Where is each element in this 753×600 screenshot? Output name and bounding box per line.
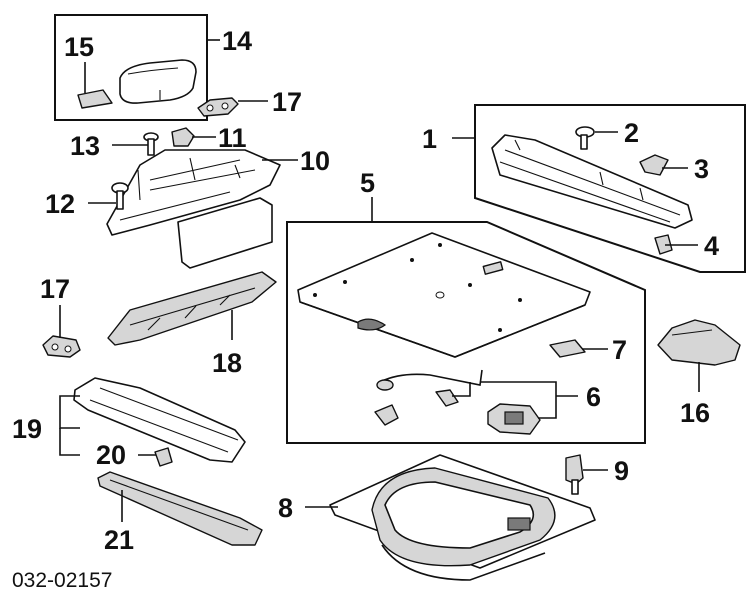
callout-4: 4: [704, 231, 719, 261]
part-21-trim-edge: [109, 479, 249, 531]
callout-7: 7: [612, 335, 627, 365]
part-20-clip: [154, 447, 173, 467]
part-7-mat: [549, 339, 586, 358]
part-16-cover-edge: [671, 329, 713, 336]
part-10-ribs: [119, 157, 256, 221]
group-frame-14: [54, 14, 208, 121]
part-6-cable-end: [376, 379, 394, 391]
part-8-block: [507, 517, 531, 531]
part-6-hook: [374, 404, 399, 426]
part-17-clip-lower: [42, 335, 81, 358]
part-9-latch: [565, 454, 584, 485]
callout-14: 14: [222, 26, 252, 56]
part-3-clip: [639, 154, 669, 176]
part-9-latch-stem: [571, 479, 579, 495]
part-5-center-hole: [435, 291, 445, 299]
part-18-trim: [107, 271, 277, 346]
part-18-trim-detail: [129, 287, 256, 331]
part-17-hole-b: [221, 102, 229, 110]
part-17-clip-upper: [197, 97, 239, 117]
part-16-cover: [657, 319, 741, 366]
callout-5: 5: [360, 168, 375, 198]
part-1-rail: [491, 134, 693, 229]
callout-16: 16: [680, 398, 710, 428]
part-11-clip: [171, 127, 195, 147]
leader-lines: [59, 39, 700, 522]
part-5-fastener-dots: [313, 243, 522, 332]
part-17-hole-a: [206, 104, 214, 112]
part-13-screw: [143, 132, 159, 156]
callout-18: 18: [212, 348, 242, 378]
callout-6: 6: [586, 382, 601, 412]
callout-3: 3: [694, 154, 709, 184]
part-4-clip: [654, 234, 673, 255]
part-15-pad: [77, 89, 113, 109]
part-6-jack-inner: [504, 411, 524, 425]
callout-1: 1: [422, 124, 437, 154]
part-19-trim-edge: [89, 387, 239, 453]
part-17-lower-hole-b: [64, 345, 72, 353]
part-10-flap: [177, 197, 273, 269]
part-5-handle: [482, 261, 504, 275]
callout-2: 2: [624, 118, 639, 148]
part-12-screw: [111, 182, 129, 210]
callout-17-lower: 17: [40, 274, 70, 304]
part-14-cover: [119, 59, 197, 104]
part-6-cable: [379, 369, 483, 386]
part-17-lower-hole-a: [51, 343, 59, 351]
group-frame-1: [474, 104, 746, 273]
part-6-tool: [435, 389, 459, 407]
callout-11: 11: [218, 123, 247, 153]
diagram-reference-number: 032-02157: [12, 569, 112, 592]
callout-15: 15: [64, 32, 94, 62]
group-frame-5: [286, 221, 646, 444]
callout-17-upper: 17: [272, 87, 302, 117]
callout-20: 20: [96, 440, 126, 470]
callout-10: 10: [300, 146, 330, 176]
part-14-cover-edge: [127, 67, 179, 100]
part-2-bolt: [575, 126, 595, 150]
callout-13: 13: [70, 131, 100, 161]
callout-12: 12: [45, 189, 75, 219]
callout-19: 19: [12, 414, 42, 444]
callout-21: 21: [104, 525, 134, 555]
part-1-rail-detail: [499, 139, 681, 223]
part-5-board-underside: [299, 301, 586, 358]
part-5-roll: [357, 318, 387, 331]
part-10-panel: [106, 149, 281, 236]
callout-8: 8: [278, 493, 293, 523]
part-19-trim: [73, 377, 246, 463]
callout-9: 9: [614, 456, 629, 486]
part-8-well-lip: [381, 544, 546, 581]
